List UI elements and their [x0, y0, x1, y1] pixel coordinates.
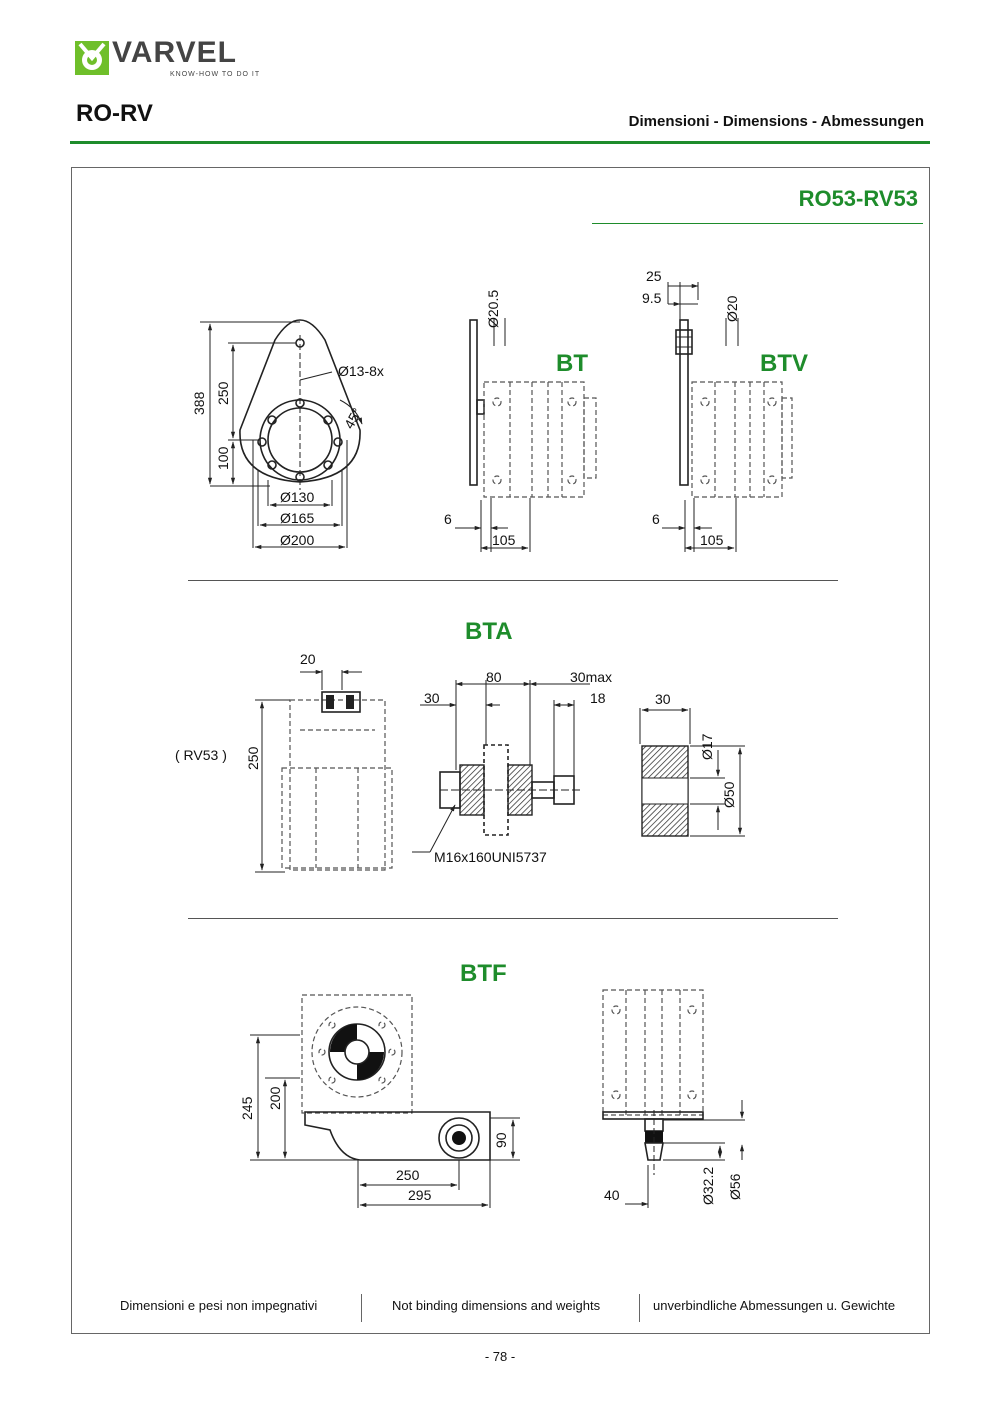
footer-note-de: unverbindliche Abmessungen u. Gewichte	[653, 1298, 896, 1313]
btf-dim-250: 250	[396, 1167, 420, 1183]
btv-dim-6: 6	[652, 511, 660, 527]
bta-dim-30a: 30	[424, 690, 440, 706]
bt-dim-6: 6	[444, 511, 452, 527]
btf-front-drawing	[250, 994, 520, 1208]
label-btf: BTF	[460, 960, 507, 987]
btv-dim-20: Ø20	[724, 295, 740, 322]
bta-dim-20: 20	[300, 651, 316, 667]
btf-dim-200: 200	[267, 1086, 283, 1110]
btf-dim-32-2: Ø32.2	[700, 1167, 716, 1205]
dim-angle: 45°	[341, 405, 365, 431]
bt-drawing	[455, 318, 597, 552]
series-title: RO-RV	[76, 100, 153, 127]
dim-d165: Ø165	[280, 510, 314, 526]
header-caption: Dimensioni - Dimensions - Abmessungen	[628, 113, 924, 130]
label-btv: BTV	[760, 350, 808, 377]
flange-plate-drawing	[200, 319, 363, 550]
model-title: RO53-RV53	[798, 186, 918, 211]
bta-gearbox-drawing	[255, 669, 393, 873]
bta-rv53-label: ( RV53 )	[175, 747, 227, 763]
footer-separator-2	[639, 1294, 640, 1322]
gear-logo-icon	[75, 41, 109, 75]
label-bt: BT	[556, 350, 588, 377]
dim-100: 100	[215, 446, 231, 470]
model-underline	[592, 223, 923, 224]
bt-dim-105: 105	[492, 532, 516, 548]
footer-separator-1	[361, 1294, 362, 1322]
footer-note-it: Dimensioni e pesi non impegnativi	[120, 1298, 318, 1313]
bta-dim-80: 80	[486, 669, 502, 685]
bta-dim-250: 250	[245, 746, 261, 770]
brand-logo	[74, 38, 264, 82]
bta-bolt-label: M16x160UNI5737	[434, 849, 547, 865]
bta-dim-18: 18	[590, 690, 606, 706]
btf-dim-56: Ø56	[727, 1173, 743, 1200]
btv-dim-9-5: 9.5	[642, 290, 662, 306]
section-divider-2	[188, 918, 838, 919]
bta-bushing-drawing	[639, 707, 745, 837]
bta-dim-17: Ø17	[699, 733, 715, 760]
bta-dim-30b: 30	[655, 691, 671, 707]
bta-bolt-drawing	[412, 680, 590, 853]
brand-name: VARVEL	[112, 36, 237, 69]
footer-note-en: Not binding dimensions and weights	[392, 1298, 601, 1313]
dim-hole: Ø13-8x	[338, 363, 384, 379]
page-number: - 78 -	[484, 1349, 516, 1364]
brand-tagline: KNOW-HOW TO DO IT	[170, 71, 261, 78]
btf-dim-295: 295	[408, 1187, 432, 1203]
section-divider-1	[188, 580, 838, 581]
btv-dim-105: 105	[700, 532, 724, 548]
btf-dim-90: 90	[493, 1132, 509, 1148]
drawing-frame	[71, 167, 930, 1334]
btf-dim-40: 40	[604, 1187, 620, 1203]
btf-dim-245: 245	[239, 1096, 255, 1120]
btf-side-drawing	[602, 989, 745, 1208]
bt-dim-20-5: Ø20.5	[485, 290, 501, 328]
bta-dim-30max: 30max	[570, 669, 612, 685]
dim-d130: Ø130	[280, 489, 314, 505]
dim-250: 250	[215, 381, 231, 405]
header-divider	[70, 141, 930, 144]
dim-388: 388	[191, 391, 207, 415]
btv-drawing	[662, 282, 793, 552]
label-bta: BTA	[465, 618, 513, 645]
dim-d200: Ø200	[280, 532, 314, 548]
bta-dim-50: Ø50	[721, 781, 737, 808]
btv-dim-25: 25	[646, 268, 662, 284]
